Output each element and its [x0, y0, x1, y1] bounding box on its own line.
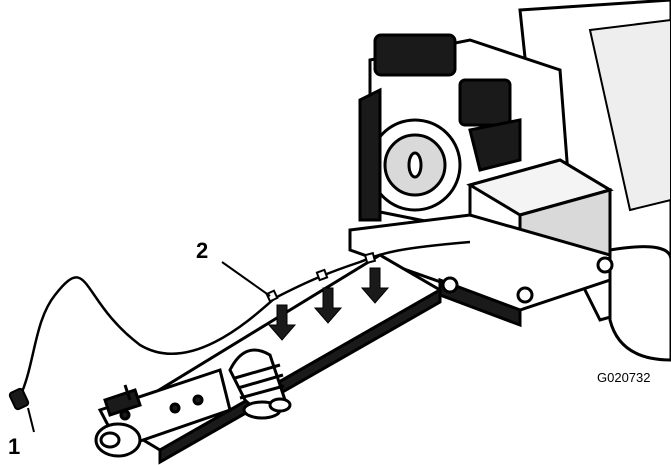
routing-arrows	[267, 267, 390, 341]
wire-tie-markers	[265, 251, 377, 303]
wire-harness	[20, 240, 471, 393]
callout-number-2: 2	[196, 238, 209, 263]
arrow-down-icon	[267, 304, 297, 341]
figure-id: G020732	[597, 370, 651, 385]
leader-line-2	[221, 261, 271, 297]
wire-harness-connector	[8, 387, 30, 411]
mounting-plate	[348, 213, 614, 328]
leader-line-1	[27, 407, 35, 433]
hitch-coupler	[94, 384, 142, 458]
arrow-down-icon	[313, 287, 343, 324]
tongue-clamp	[228, 348, 292, 420]
callout-number-1: 1	[8, 434, 21, 459]
arrow-down-icon	[360, 267, 390, 304]
